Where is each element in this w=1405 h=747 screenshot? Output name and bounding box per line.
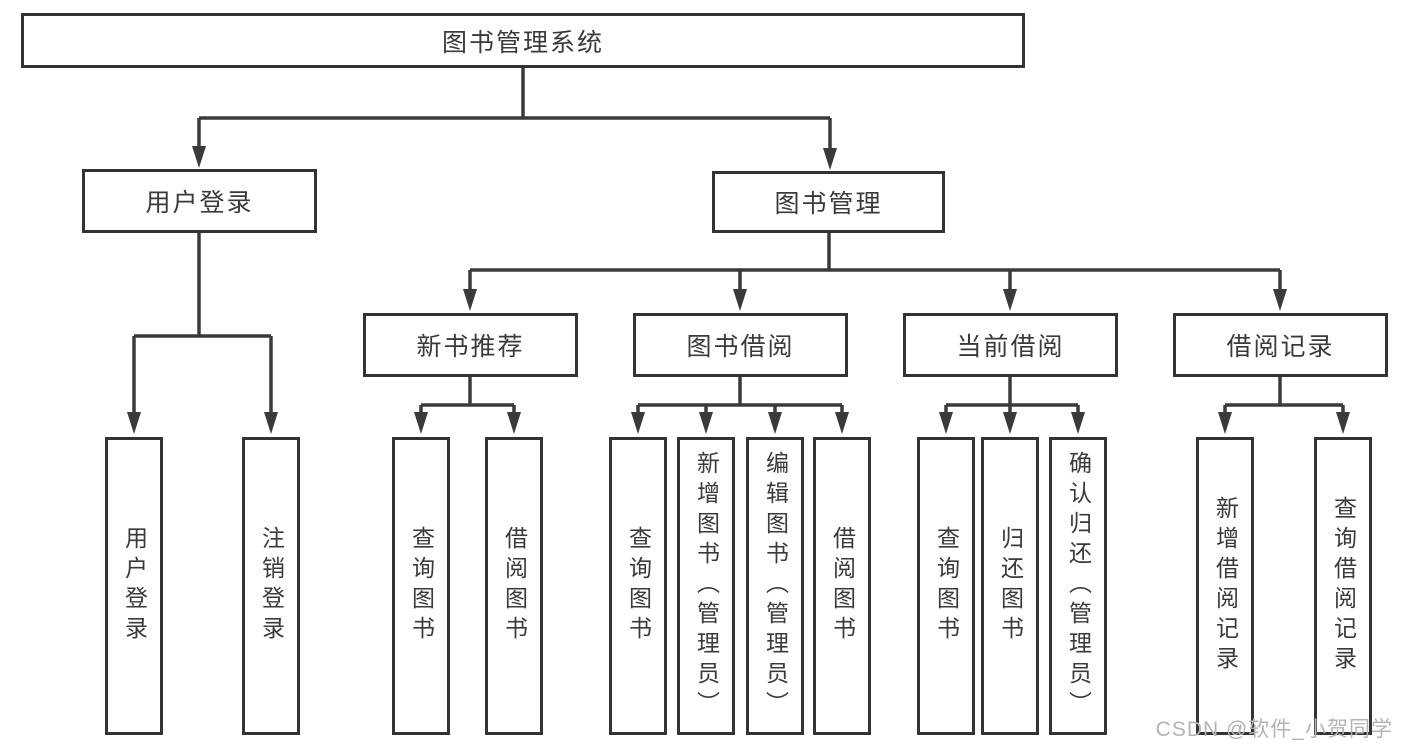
node-book-management-label: 图书管理 [774,190,883,218]
arrowhead-leaf-add-book [699,412,713,434]
leaf-borrow-book-2: 借阅图书 [813,437,871,735]
leaf-logout: 注销登录 [242,437,300,735]
arrowhead-leaf-borrow-book-1 [507,412,521,434]
leaf-add-borrow-record-label: 新增借阅记录 [1212,496,1239,676]
leaf-confirm-return-admin-label: 确认归还（管理员） [1065,451,1092,721]
leaf-query-book-3-label: 查询图书 [933,526,960,646]
leaf-query-borrow-record: 查询借阅记录 [1314,437,1372,735]
connector-current-borrow-subtree [944,377,1080,415]
connector-borrow-record-subtree [1223,377,1345,415]
node-current-borrow: 当前借阅 [903,313,1118,377]
leaf-edit-book-admin-label: 编辑图书（管理员） [762,451,789,721]
node-root-label: 图书管理系统 [441,28,604,57]
leaf-query-book-2: 查询图书 [609,437,667,735]
arrowhead-leaf-confirm-return [1071,412,1085,434]
leaf-edit-book-admin: 编辑图书（管理员） [746,437,804,735]
connector-book-management-to-level3 [468,233,1282,292]
arrowhead-leaf-edit-book [768,412,782,434]
arrowhead-leaf-borrow-book-2 [835,412,849,434]
arrowhead-book-borrow [733,289,747,311]
node-borrow-records: 借阅记录 [1173,313,1388,377]
connector-root-to-level2 [197,68,832,152]
connector-paths [132,68,1345,415]
leaf-confirm-return-admin: 确认归还（管理员） [1049,437,1107,735]
leaf-query-book-2-label: 查询图书 [625,526,652,646]
node-new-book-recommend-label: 新书推荐 [416,333,525,361]
arrowheads [127,146,1350,434]
leaf-query-book-1-label: 查询图书 [408,526,435,646]
leaf-borrow-book-1-label: 借阅图书 [501,526,528,646]
node-root: 图书管理系统 [21,13,1025,68]
arrowhead-new-book [463,289,477,311]
node-user-login-label: 用户登录 [145,189,254,217]
arrowhead-leaf-logout [264,412,278,434]
arrowhead-user-login [192,146,206,168]
connector-new-book-subtree [419,377,516,415]
arrowhead-book-management [823,148,837,170]
leaf-query-borrow-record-label: 查询借阅记录 [1330,496,1357,676]
leaf-user-login-label: 用户登录 [121,526,148,646]
connector-book-borrow-subtree [636,377,844,415]
arrowhead-leaf-return-book [1003,412,1017,434]
node-new-book-recommend: 新书推荐 [363,313,578,377]
leaf-query-book-1: 查询图书 [392,437,450,735]
node-user-login: 用户登录 [82,169,317,233]
arrowhead-leaf-query-book-1 [414,412,428,434]
node-book-borrow: 图书借阅 [633,313,848,377]
leaf-query-book-3: 查询图书 [917,437,975,735]
arrowhead-leaf-add-borrow-record [1218,412,1232,434]
arrowhead-current-borrow [1003,289,1017,311]
leaf-return-book: 归还图书 [981,437,1039,735]
node-book-borrow-label: 图书借阅 [686,333,795,361]
arrowhead-borrow-record [1273,289,1287,311]
node-book-management: 图书管理 [712,171,945,233]
connector-user-login-subtree [132,233,273,415]
arrowhead-leaf-user-login [127,412,141,434]
leaf-add-book-admin-label: 新增图书（管理员） [693,451,720,721]
arrowhead-leaf-query-book-3 [939,412,953,434]
leaf-add-book-admin: 新增图书（管理员） [677,437,735,735]
arrowhead-leaf-query-book-2 [631,412,645,434]
leaf-borrow-book-1: 借阅图书 [485,437,543,735]
arrowhead-leaf-query-borrow-record [1336,412,1350,434]
leaf-logout-label: 注销登录 [258,526,285,646]
leaf-borrow-book-2-label: 借阅图书 [829,526,856,646]
leaf-return-book-label: 归还图书 [997,526,1024,646]
node-borrow-records-label: 借阅记录 [1226,333,1335,361]
node-current-borrow-label: 当前借阅 [956,333,1065,361]
leaf-add-borrow-record: 新增借阅记录 [1196,437,1254,735]
csdn-watermark: CSDN @软件_小贺同学 [1155,718,1393,741]
leaf-user-login: 用户登录 [105,437,163,735]
